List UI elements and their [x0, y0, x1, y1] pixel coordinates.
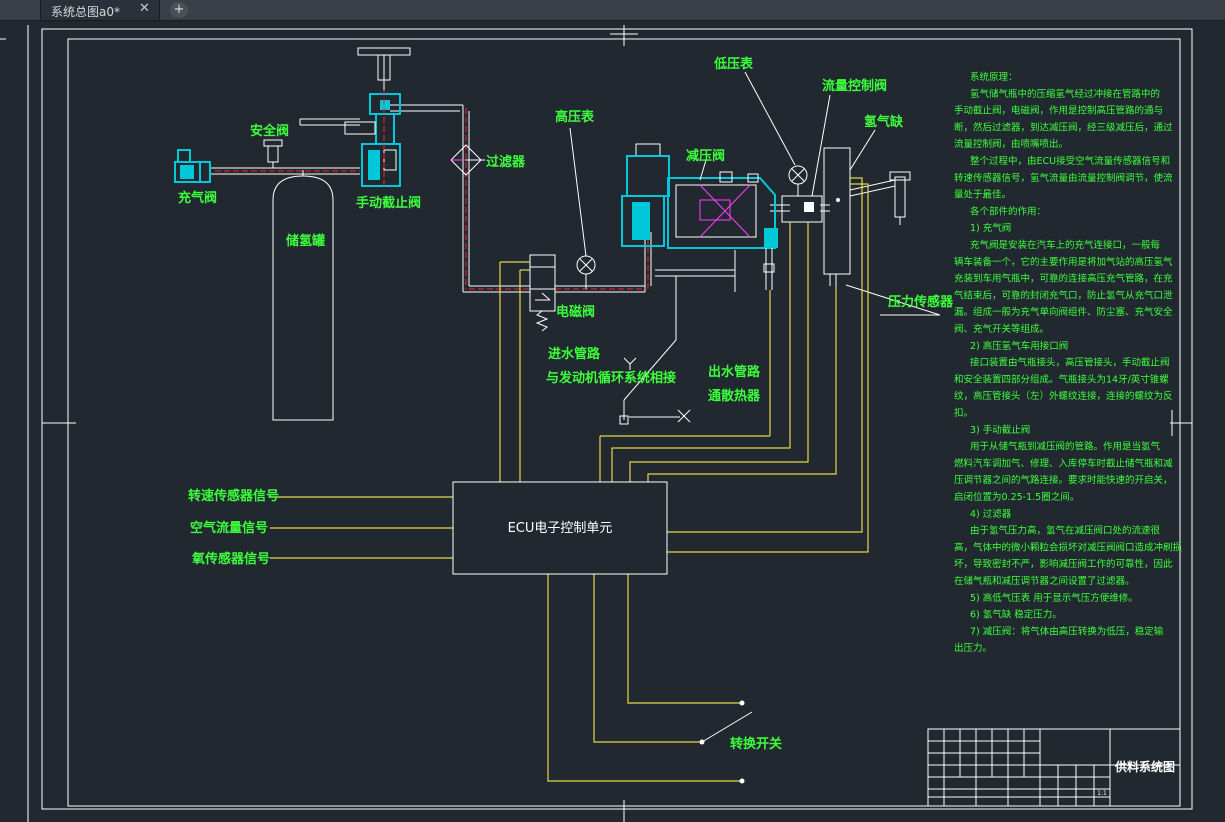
note-line: 手动截止阀，电磁阀，作用是控制高压管路的通与 — [954, 105, 1163, 117]
note-line: 充装到车用气瓶中，可靠的连接高压充气管路，在充 — [954, 273, 1173, 285]
note-line: 3) 手动截止阀 — [970, 424, 1030, 436]
note-line: 气结束后，可靠的封闭充气口，防止氢气从充气口泄 — [954, 289, 1173, 301]
note-line: 转速传感器信号，氢气流量由流量控制阀调节，使流 — [954, 172, 1173, 184]
note-line: 氢气储气瓶中的压缩氢气经过冲接在管路中的 — [970, 88, 1160, 100]
safety-valve-label: 安全阀 — [250, 123, 289, 139]
tab-title: 系统总图a0* — [51, 5, 120, 19]
drawing-canvas[interactable]: ECU电子控制单元 低压表 流量控制阀 氢气缺 高压表 减压阀 安全阀 过滤器 … — [0, 21, 1225, 822]
note-line: 2) 高压氢气车用接口阀 — [970, 340, 1068, 352]
note-line: 接口装置由气瓶接头，高压管接头，手动截止阀 — [970, 357, 1170, 369]
add-tab-button[interactable]: + — [170, 2, 188, 18]
title-block: 供料系统图 1:1 — [927, 728, 1181, 807]
note-line: 量处于最佳。 — [954, 189, 1011, 201]
nozzle — [889, 171, 911, 225]
sheet-border — [0, 25, 1193, 822]
drawing-scale: 1:1 — [1097, 790, 1107, 797]
note-line: 燃料汽车调加气、修理、入库停车时截止储气瓶和减 — [954, 457, 1173, 469]
ecu-box: ECU电子控制单元 — [452, 481, 668, 575]
note-line: 压调节器之间的气路连接。要求时能快速的开启关， — [954, 474, 1173, 486]
note-line: 充气阀是安装在汽车上的充气连接口，一般每 — [970, 239, 1161, 251]
tab-bar: 系统总图a0* ✕ + — [0, 0, 1225, 21]
note-line: 整个过程中，由ECU接受空气流量传感器信号和 — [970, 155, 1170, 167]
note-line: 各个部件的作用： — [970, 205, 1046, 217]
note-line: 4) 过滤器 — [970, 508, 1012, 520]
water-in-label-1: 进水管路 — [548, 346, 601, 362]
high-pressure-line — [210, 104, 896, 293]
note-line: 高，气体中的微小颗粒会损坏对减压阀阀口造成冲刷损 — [954, 541, 1183, 553]
o2-signal-label: 氧传感器信号 — [191, 551, 270, 567]
note-line: 由于氢气压力高，氢气在减压阀口处的流速很 — [970, 525, 1161, 537]
note-line: 启闭位置为0.25-1.5圈之间。 — [954, 491, 1079, 503]
water-out-label-1: 出水管路 — [708, 364, 761, 380]
high-gauge-label: 高压表 — [555, 109, 595, 125]
tank-label: 储氢罐 — [285, 233, 325, 249]
close-icon[interactable]: ✕ — [139, 1, 150, 16]
hydrogen-nozzle-label: 氢气缺 — [864, 114, 904, 130]
note-line: 漏。组成一般为充气单向阀组件、防尘塞、充气安全 — [954, 306, 1173, 318]
hydrogen-buffer — [823, 147, 851, 275]
manual-valve-label: 手动截止阀 — [356, 195, 421, 211]
charge-valve — [174, 149, 211, 183]
note-line: 7) 减压阀：将气体由高压转换为低压，稳定输 — [970, 625, 1164, 637]
air-signal-label: 空气流量信号 — [190, 520, 268, 536]
high-pressure-gauge — [576, 255, 596, 289]
solenoid-label: 电磁阀 — [556, 304, 595, 320]
low-gauge-label: 低压表 — [713, 56, 754, 72]
charge-valve-label: 充气阀 — [178, 190, 217, 206]
drawing-title: 供料系统图 — [1114, 759, 1175, 774]
note-line: 纹，高压管接头（左）外螺纹连接，连接的螺纹为反 — [954, 390, 1173, 402]
signal-wires — [270, 177, 869, 784]
note-line: 出压力。 — [954, 642, 992, 654]
ecu-label: ECU电子控制单元 — [508, 521, 613, 536]
note-line: 系统原理： — [970, 71, 1018, 83]
switch-label: 转换开关 — [730, 736, 782, 752]
leader-lines — [466, 71, 941, 316]
note-line: 断，然后过滤器，到达减压阀，经三级减压后，通过 — [954, 121, 1173, 133]
system-notes: 系统原理： 氢气储气瓶中的压缩氢气经过冲接在管路中的手动截止阀，电磁阀，作用是控制… — [954, 71, 1183, 654]
filter-label: 过滤器 — [486, 154, 526, 170]
note-line: 扣。 — [954, 407, 973, 419]
component-labels: 低压表 流量控制阀 氢气缺 高压表 减压阀 安全阀 过滤器 充气阀 手动截止阀 … — [178, 56, 954, 752]
reducer-label: 减压阀 — [686, 148, 725, 164]
manual-valve — [344, 47, 411, 187]
document-tab[interactable]: 系统总图a0* ✕ — [40, 0, 160, 20]
solenoid-valve — [529, 254, 556, 332]
speed-signal-label: 转速传感器信号 — [188, 488, 279, 504]
pressure-reducer — [621, 143, 778, 249]
safety-valve — [263, 139, 283, 168]
note-line: 6) 氢气缺 稳定压力。 — [970, 609, 1062, 621]
flow-valve-label: 流量控制阀 — [822, 78, 887, 94]
pressure-sensor-label: 压力传感器 — [888, 294, 954, 310]
water-lines — [619, 248, 837, 425]
low-pressure-gauge — [788, 165, 808, 196]
note-line: 阀、充气开关等组成。 — [954, 323, 1049, 335]
note-line: 和安全装置四部分组成。气瓶接头为14牙/英寸锥螺 — [954, 373, 1169, 385]
note-line: 坏，导致密封不严，影响减压阀工作的可靠性，因此 — [954, 558, 1173, 570]
water-in-label-2: 与发动机循环系统相接 — [546, 370, 676, 386]
flow-control-valve — [781, 195, 823, 232]
note-line: 在储气瓶和减压调节器之间设置了过滤器。 — [954, 575, 1135, 587]
note-line: 辆车装备一个，它的主要作用是将加气站的高压氢气 — [954, 256, 1173, 268]
water-out-label-2: 通散热器 — [708, 388, 761, 404]
note-line: 5) 高低气压表 用于显示气压方便维修。 — [970, 592, 1138, 604]
note-line: 1) 充气阀 — [970, 222, 1011, 234]
note-line: 流量控制阀，由喷嘴喷出。 — [954, 138, 1068, 150]
note-line: 用于从储气瓶到减压阀的管路。作用是当氢气 — [970, 441, 1161, 453]
hydrogen-tank — [272, 170, 334, 421]
